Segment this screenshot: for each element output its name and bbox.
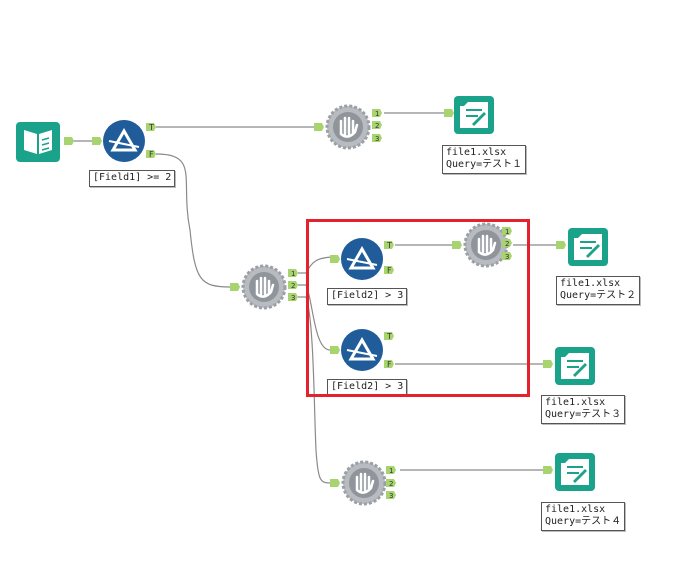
output-query: Query=テスト２ <box>560 290 637 301</box>
block-until-done-tool-1[interactable]: 1 2 3 <box>314 104 386 154</box>
output-data-icon <box>556 228 608 266</box>
output-2-annotation: file1.xlsx Query=テスト２ <box>556 276 641 305</box>
filter-tool-2[interactable]: T F <box>330 236 396 286</box>
block-until-done-icon: 1 2 3 <box>314 104 382 150</box>
filter-2-annotation: [Field2] > 3 <box>327 288 408 305</box>
input-data-icon <box>16 122 74 162</box>
annotation-text: [Field2] > 3 <box>331 381 404 392</box>
output-file-name: file1.xlsx <box>560 278 621 289</box>
block-until-done-tool-4[interactable]: 1 2 3 <box>330 460 402 510</box>
output-4-annotation: file1.xlsx Query=テスト４ <box>541 502 626 531</box>
block-until-done-tool-3[interactable]: 1 2 3 <box>452 222 524 272</box>
svg-text:3: 3 <box>291 294 295 302</box>
block-until-done-icon: 1 2 3 <box>330 460 396 506</box>
svg-text:3: 3 <box>505 253 509 261</box>
block-until-done-icon: 1 2 3 <box>230 264 298 310</box>
output-file-name: file1.xlsx <box>545 504 606 515</box>
svg-text:T: T <box>386 241 392 250</box>
svg-text:2: 2 <box>291 282 295 290</box>
svg-text:3: 3 <box>375 135 379 143</box>
svg-text:2: 2 <box>389 480 393 488</box>
highlight-box <box>306 219 530 397</box>
output-file-name: file1.xlsx <box>545 397 606 408</box>
wire-block2-block4 <box>298 296 331 484</box>
svg-text:1: 1 <box>375 110 379 118</box>
output-data-icon <box>543 453 595 491</box>
output-query: Query=テスト１ <box>446 159 523 170</box>
filter-icon: T F <box>330 329 394 371</box>
output-data-tool-3[interactable] <box>543 345 603 393</box>
svg-text:F: F <box>387 266 392 275</box>
svg-text:2: 2 <box>375 122 379 130</box>
output-data-tool-4[interactable] <box>543 451 603 499</box>
svg-text:1: 1 <box>389 467 393 475</box>
output-data-icon <box>444 96 494 134</box>
svg-text:2: 2 <box>505 240 509 248</box>
svg-text:F: F <box>149 150 154 159</box>
output-3-annotation: file1.xlsx Query=テスト３ <box>541 395 626 424</box>
filter-tool-1[interactable]: T F <box>92 118 158 168</box>
svg-text:3: 3 <box>389 492 393 500</box>
svg-text:1: 1 <box>291 270 295 278</box>
output-1-annotation: file1.xlsx Query=テスト１ <box>442 145 527 174</box>
output-data-icon <box>543 347 595 385</box>
output-file-name: file1.xlsx <box>446 147 507 158</box>
output-query: Query=テスト３ <box>545 409 622 420</box>
svg-text:F: F <box>387 360 392 369</box>
output-data-tool-2[interactable] <box>556 226 616 274</box>
wire-filter1-false-block2 <box>155 153 231 288</box>
annotation-text: [Field1] >= 2 <box>93 172 172 183</box>
output-query: Query=テスト４ <box>545 516 622 527</box>
annotation-text: [Field2] > 3 <box>331 290 404 301</box>
filter-1-annotation: [Field1] >= 2 <box>89 170 176 187</box>
svg-text:1: 1 <box>505 228 509 236</box>
svg-text:T: T <box>386 332 392 341</box>
filter-icon: T F <box>330 238 394 280</box>
filter-icon: T F <box>92 120 156 162</box>
block-until-done-tool-2[interactable]: 1 2 3 <box>230 264 302 314</box>
input-data-tool[interactable] <box>16 120 76 168</box>
block-until-done-icon: 1 2 3 <box>452 222 512 268</box>
filter-tool-3[interactable]: T F <box>330 327 396 377</box>
output-data-tool-1[interactable] <box>444 94 496 142</box>
svg-text:T: T <box>148 123 154 132</box>
